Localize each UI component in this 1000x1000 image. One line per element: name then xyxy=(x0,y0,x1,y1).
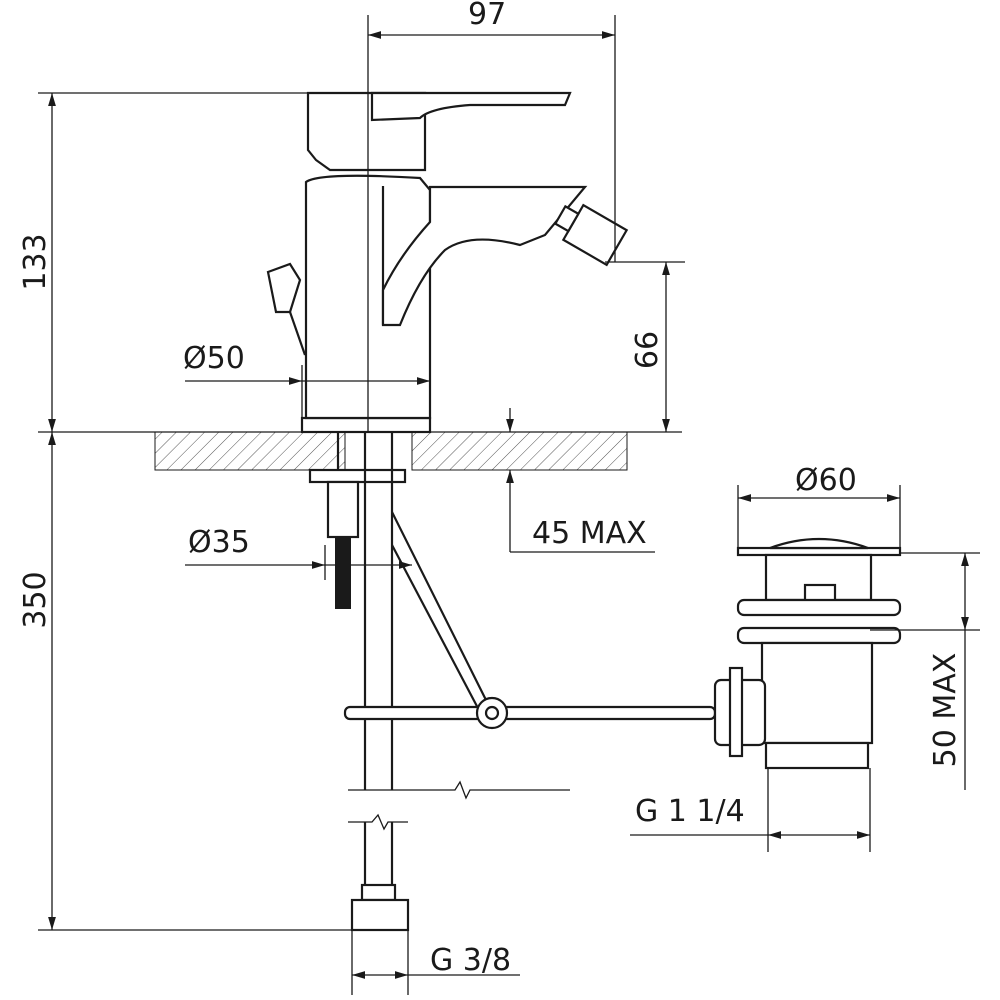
dim-66: 66 xyxy=(630,331,665,369)
dim-diameter-35: Ø35 xyxy=(188,525,250,560)
popup-waste xyxy=(713,537,902,770)
dim-diameter-60: Ø60 xyxy=(795,463,857,498)
dim-g-3-8: G 3/8 xyxy=(430,943,511,978)
supply-nut xyxy=(350,898,410,932)
dim-50-max: 50 MAX xyxy=(928,653,963,768)
dim-97: 97 xyxy=(468,0,506,32)
popup-knob xyxy=(266,262,302,314)
aerator xyxy=(553,203,629,267)
countertop xyxy=(154,431,628,471)
dim-g-1-1-4: G 1 1/4 xyxy=(635,794,745,829)
dim-45-max: 45 MAX xyxy=(532,516,647,551)
dim-133: 133 xyxy=(18,233,53,290)
dim-350: 350 xyxy=(18,571,53,628)
dim-diameter-50: Ø50 xyxy=(183,341,245,376)
dimension-lines xyxy=(38,15,980,995)
under-deck-parts xyxy=(308,432,717,932)
